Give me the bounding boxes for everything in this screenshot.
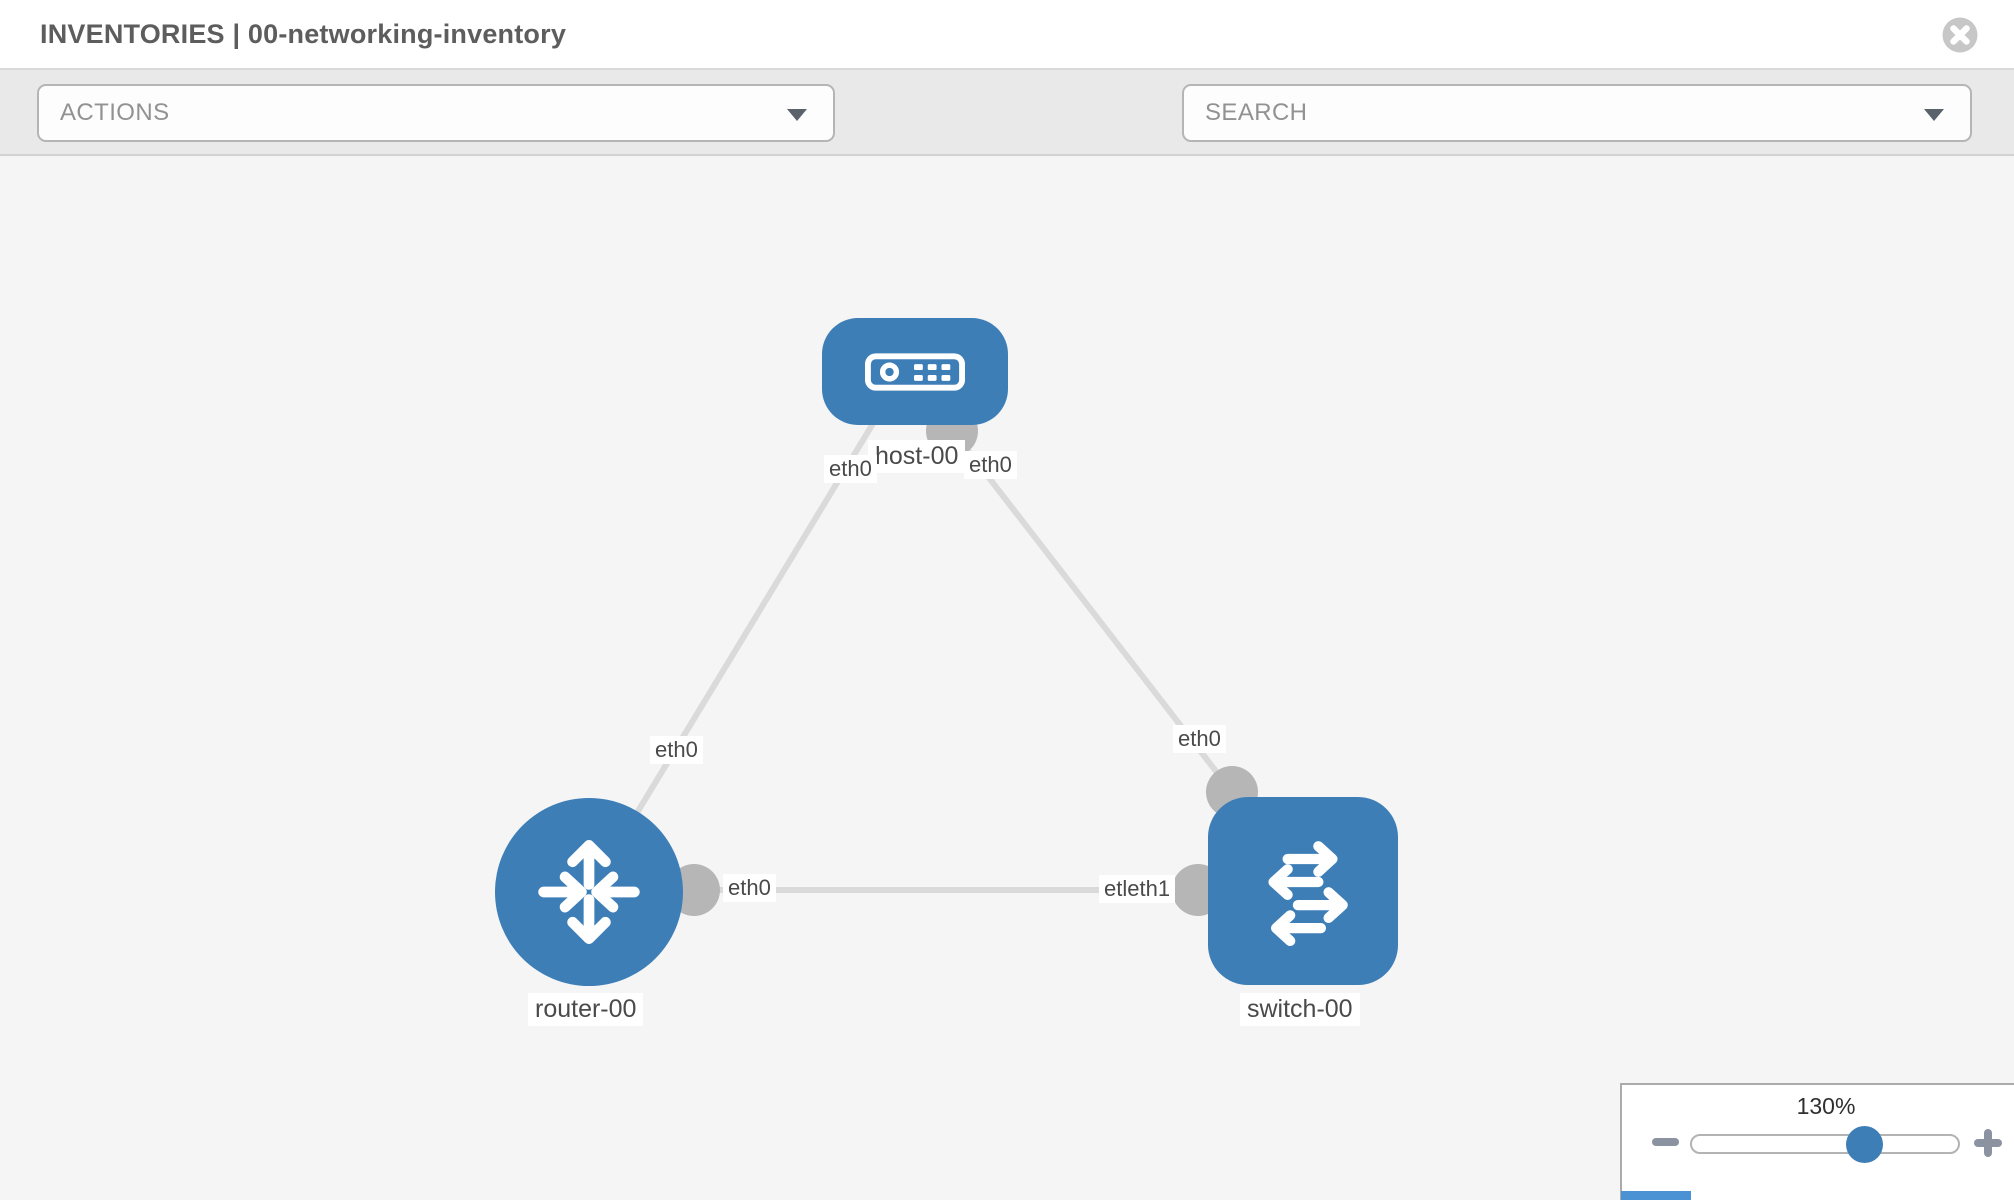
switch-icon — [1268, 841, 1348, 947]
header: INVENTORIES | 00-networking-inventory — [0, 0, 2014, 70]
page-title: INVENTORIES | 00-networking-inventory — [40, 19, 567, 49]
actions-dropdown[interactable]: ACTIONS — [37, 84, 835, 142]
close-icon — [1942, 17, 1978, 53]
zoom-slider-thumb[interactable] — [1846, 1126, 1883, 1163]
zoom-control-panel: 130% — [1620, 1083, 2014, 1200]
node-label-host-00: host-00 — [868, 440, 966, 473]
chevron-down-icon — [1924, 109, 1944, 121]
interface-label: eth0 — [964, 451, 1017, 479]
host-icon — [864, 352, 966, 391]
node-label-switch-00: switch-00 — [1240, 993, 1360, 1026]
interface-label: etleth1 — [1099, 875, 1176, 903]
node-label-router-00: router-00 — [528, 993, 644, 1026]
node-switch-00[interactable] — [1208, 797, 1398, 985]
toolbar: ACTIONS SEARCH — [0, 70, 2014, 204]
interface-label: eth0 — [1173, 725, 1226, 753]
interface-label: eth0 — [723, 874, 776, 902]
node-host-00[interactable] — [822, 318, 1008, 425]
search-dropdown[interactable]: SEARCH — [1182, 84, 1972, 142]
zoom-slider-track[interactable] — [1690, 1134, 1960, 1154]
close-button[interactable] — [1941, 16, 1979, 54]
chevron-down-icon — [787, 109, 807, 121]
node-router-00[interactable] — [495, 798, 683, 986]
zoom-in-button[interactable] — [1984, 1129, 1992, 1157]
search-placeholder: SEARCH — [1205, 99, 1308, 126]
router-icon — [538, 840, 640, 944]
zoom-level-value: 130% — [1796, 1093, 1856, 1119]
topology-canvas[interactable] — [0, 156, 2014, 1200]
clipped-blue-element — [1621, 1191, 1691, 1200]
interface-label: eth0 — [650, 736, 703, 764]
interface-label: eth0 — [824, 455, 877, 483]
zoom-out-button[interactable] — [1652, 1138, 1679, 1146]
actions-dropdown-label: ACTIONS — [60, 99, 170, 126]
